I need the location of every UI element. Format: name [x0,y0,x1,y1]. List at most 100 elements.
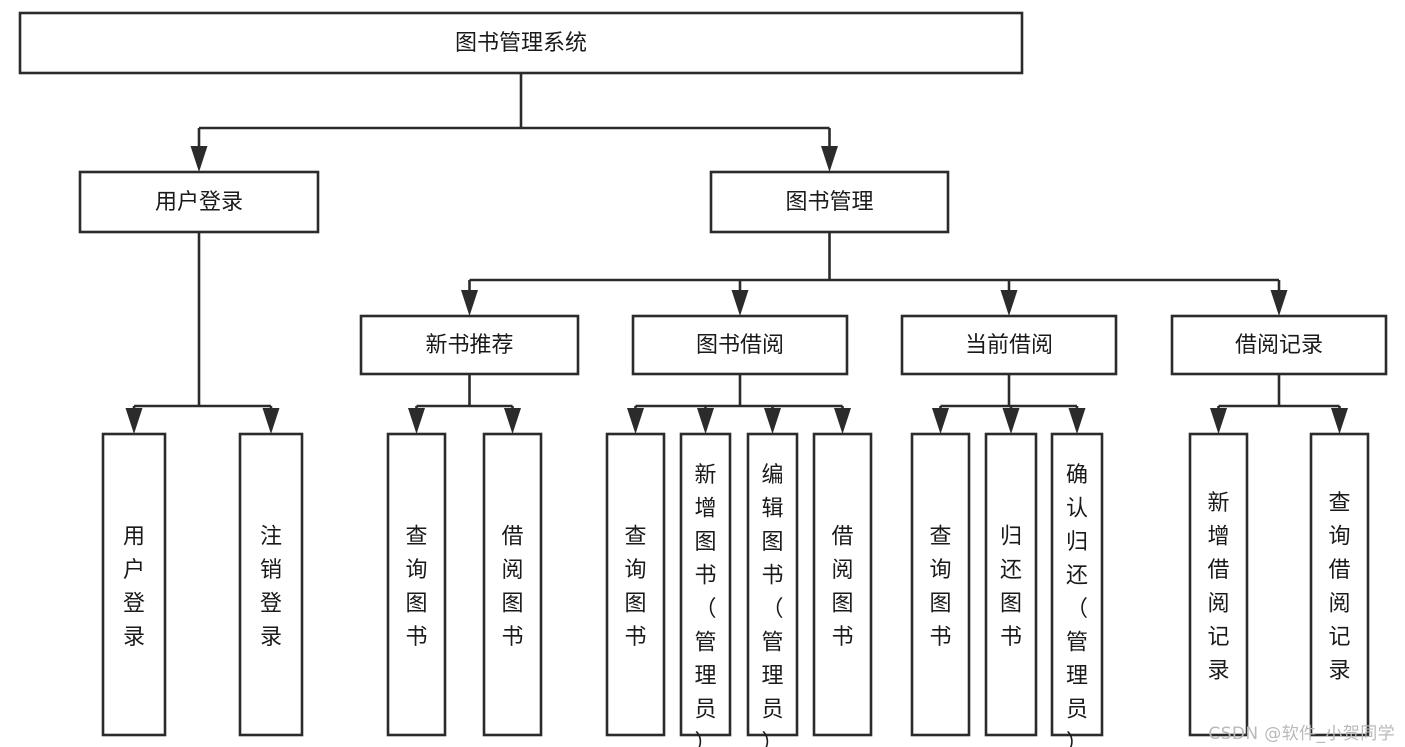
node-leaf-user-login[interactable]: 用户登录 [101,432,167,737]
node-box[interactable] [238,432,304,737]
arrow-head-icon [1000,290,1018,316]
arrow-head-icon [262,408,280,434]
node-box[interactable] [359,314,580,376]
node-borrow-record[interactable]: 借阅记录 [1170,314,1388,376]
node-leaf-query-book-borrow[interactable]: 查询图书 [605,432,666,737]
arrow-to-current-borrow [1000,280,1018,316]
node-label: 查询借阅记录 [1328,491,1350,684]
arrow-to-leaf-add-book-admin [697,406,714,434]
arrow-head-icon [627,408,644,434]
arrow-to-leaf-user-login [125,406,143,434]
arrow-head-icon [764,408,781,434]
arrow-head-icon [125,408,143,434]
arrow-head-icon [1002,408,1020,434]
node-label: 归还图书 [1000,525,1022,651]
node-leaf-query-book-rec[interactable]: 查询图书 [386,432,447,737]
node-label: 借阅图书 [831,525,853,651]
arrow-to-leaf-edit-book-admin [764,406,781,434]
arrow-to-new-book-recommend [461,280,478,316]
arrow-head-icon [190,146,208,172]
node-box[interactable] [746,432,799,737]
node-leaf-return-book[interactable]: 归还图书 [984,432,1038,737]
node-box[interactable] [18,11,1024,75]
node-current-borrow[interactable]: 当前借阅 [900,314,1118,376]
node-leaf-borrow-book[interactable]: 借阅图书 [812,432,873,737]
arrow-to-borrow-record [1270,280,1288,316]
node-new-book-recommend[interactable]: 新书推荐 [359,314,580,376]
node-leaf-edit-book-admin[interactable]: 编辑图书（管理员） [746,432,799,747]
node-leaf-borrow-book-rec[interactable]: 借阅图书 [482,432,543,737]
node-box[interactable] [812,432,873,737]
node-leaf-add-borrow-record[interactable]: 新增借阅记录 [1188,432,1249,737]
arrow-to-leaf-query-book-rec [408,406,425,434]
arrow-head-icon [731,290,749,316]
node-box[interactable] [78,170,320,234]
node-box[interactable] [1050,432,1104,737]
node-box[interactable] [1309,432,1370,737]
arrow-to-leaf-query-book-borrow [627,406,644,434]
arrow-to-leaf-borrow-book-rec [504,406,521,434]
node-book-management[interactable]: 图书管理 [709,170,950,234]
node-box[interactable] [482,432,543,737]
node-label: 借阅图书 [501,525,523,651]
node-leaf-confirm-return-admin[interactable]: 确认归还（管理员） [1050,432,1104,747]
node-box[interactable] [631,314,849,376]
node-box[interactable] [679,432,732,737]
arrow-to-leaf-borrow-book [834,406,851,434]
node-label: 新书推荐 [425,333,513,358]
arrow-head-icon [821,146,838,172]
arrow-head-icon [932,408,949,434]
arrow-head-icon [408,408,425,434]
arrow-to-book-borrow [731,280,749,316]
connector-edges-layer [125,73,1348,434]
node-label: 图书管理系统 [455,31,587,56]
node-root[interactable]: 图书管理系统 [18,11,1024,75]
arrow-head-icon [1331,408,1348,434]
node-boxes-layer: 图书管理系统用户登录图书管理新书推荐图书借阅当前借阅借阅记录用户登录注销登录查询… [18,11,1388,747]
arrow-head-icon [1210,408,1227,434]
node-box[interactable] [709,170,950,234]
node-label: 图书借阅 [696,333,784,358]
arrow-head-icon [461,290,478,316]
node-label: 注销登录 [260,525,282,651]
node-user-login[interactable]: 用户登录 [78,170,320,234]
node-leaf-query-book-current[interactable]: 查询图书 [910,432,971,737]
arrow-to-leaf-return-book [1002,406,1020,434]
node-box[interactable] [101,432,167,737]
node-box[interactable] [1170,314,1388,376]
arrow-to-leaf-query-borrow-record [1331,406,1348,434]
arrow-head-icon [1270,290,1288,316]
csdn-watermark: CSDN @软件_小贺同学 [1208,724,1395,744]
arrow-to-leaf-add-borrow-record [1210,406,1227,434]
node-label: 用户登录 [123,525,145,651]
node-label: 确认归还（管理员） [1066,463,1088,747]
node-label: 编辑图书（管理员） [761,463,783,747]
arrow-to-leaf-confirm-return-admin [1068,406,1086,434]
node-label: 当前借阅 [965,333,1053,358]
node-leaf-add-book-admin[interactable]: 新增图书（管理员） [679,432,732,747]
node-label: 新增图书（管理员） [694,463,716,747]
node-label: 借阅记录 [1235,333,1323,358]
node-leaf-logout-login[interactable]: 注销登录 [238,432,304,737]
node-label: 查询图书 [624,525,646,651]
node-box[interactable] [900,314,1118,376]
arrow-to-book-management [821,128,838,172]
arrow-head-icon [697,408,714,434]
node-leaf-query-borrow-record[interactable]: 查询借阅记录 [1309,432,1370,737]
node-label: 图书管理 [785,190,873,215]
node-box[interactable] [605,432,666,737]
node-label: 用户登录 [155,190,243,215]
node-label: 查询图书 [929,525,951,651]
arrow-head-icon [834,408,851,434]
node-box[interactable] [910,432,971,737]
arrow-to-leaf-logout-login [262,406,280,434]
node-label: 查询图书 [405,525,427,651]
node-box[interactable] [1188,432,1249,737]
node-box[interactable] [984,432,1038,737]
node-box[interactable] [386,432,447,737]
node-book-borrow[interactable]: 图书借阅 [631,314,849,376]
arrow-to-leaf-query-book-current [932,406,949,434]
node-label: 新增借阅记录 [1207,491,1229,684]
